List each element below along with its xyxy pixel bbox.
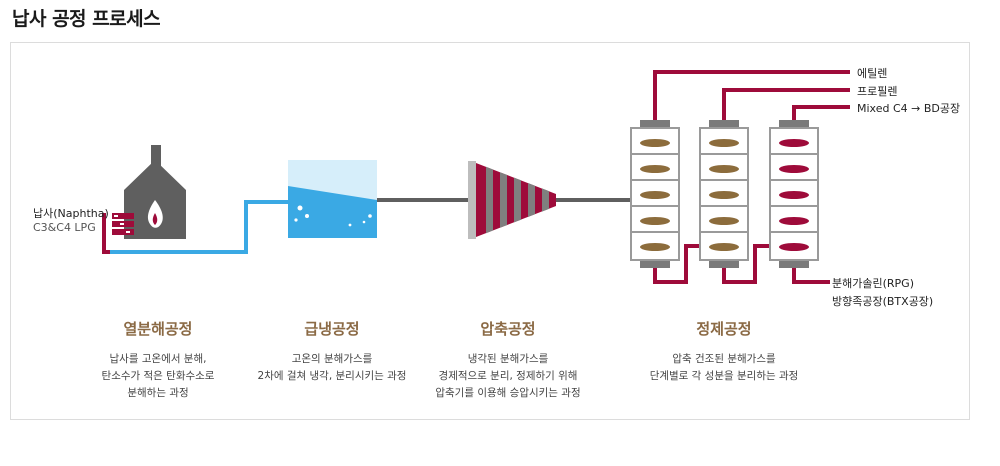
pygas-pipe — [792, 268, 830, 284]
quench-pipe — [110, 200, 288, 254]
stage-title-compression: 압축공정 — [480, 320, 536, 338]
distillation-column-3 — [769, 120, 819, 268]
feed-label: 납사(Naphtha) — [33, 207, 109, 220]
compressor-icon — [468, 161, 556, 239]
product-ethylene: 에틸렌 — [857, 67, 888, 80]
stage-title-purification: 정제공정 — [696, 320, 752, 338]
stage-title-quench: 급냉공정 — [304, 320, 360, 338]
product-pygas: 분해가솔린(RPG) — [832, 277, 914, 290]
ethylene-pipe — [653, 70, 850, 120]
link-pipe-1 — [653, 244, 700, 284]
feed-sublabel: C3&C4 LPG — [33, 221, 96, 234]
stage-title-pyrolysis: 열분해공정 — [123, 320, 193, 338]
propylene-pipe — [722, 88, 850, 120]
quench-tank-icon — [288, 160, 377, 238]
diagram-frame — [10, 42, 970, 420]
product-propylene: 프로필렌 — [857, 85, 898, 98]
link-pipe-2 — [722, 244, 770, 284]
mixed-c4-pipe — [792, 105, 850, 120]
feed-pipe — [102, 213, 112, 254]
product-mixed-c4: Mixed C4 → BD공장 — [857, 102, 961, 115]
furnace-icon — [112, 145, 186, 239]
distillation-column-2 — [699, 120, 749, 268]
page-title: 납사 공정 프로세스 — [12, 8, 161, 30]
distillation-column-1 — [630, 120, 680, 268]
product-aromatics: 방향족공장(BTX공장) — [832, 295, 934, 308]
